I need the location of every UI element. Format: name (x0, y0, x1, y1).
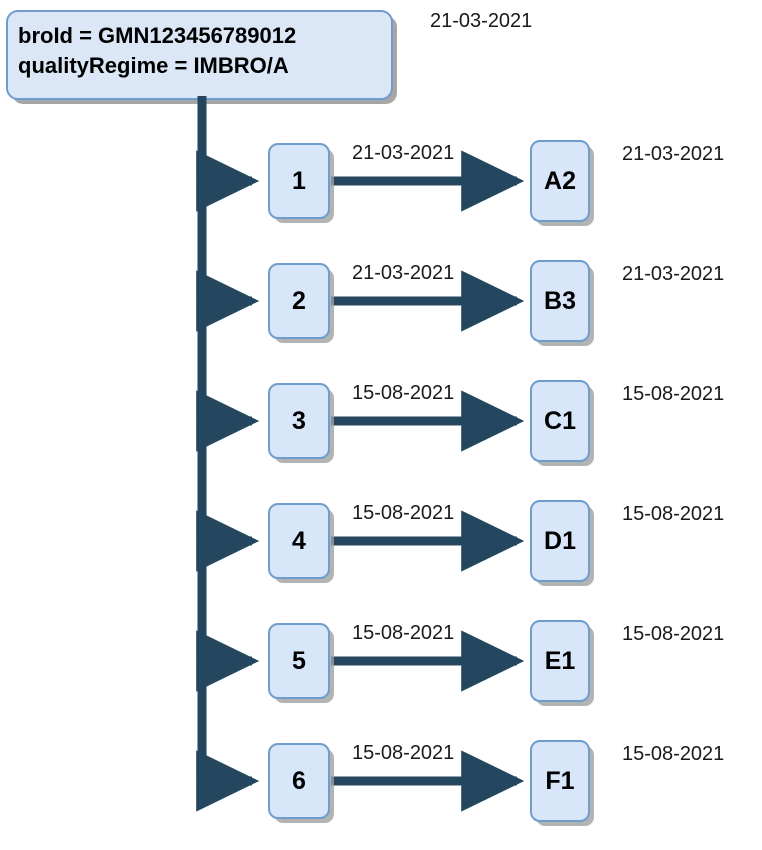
row-date-label: 15-08-2021 (622, 623, 725, 645)
root-node-box[interactable]: broId = GMN123456789012 qualityRegime = … (6, 10, 393, 100)
edge-date-label: 15-08-2021 (352, 382, 455, 404)
source-node-box[interactable]: 4 (268, 503, 330, 579)
target-node-box[interactable]: D1 (530, 500, 590, 582)
source-node-box[interactable]: 1 (268, 143, 330, 219)
diagram-row: 4 15-08-2021 D1 15-08-2021 (0, 490, 762, 610)
diagram-row: 5 15-08-2021 E1 15-08-2021 (0, 610, 762, 730)
source-node-box[interactable]: 6 (268, 743, 330, 819)
diagram-row: 6 15-08-2021 F1 15-08-2021 (0, 730, 762, 850)
row-date-label: 15-08-2021 (622, 743, 725, 765)
root-broid-line: broId = GMN123456789012 (18, 23, 297, 48)
source-node-box[interactable]: 5 (268, 623, 330, 699)
target-node-box[interactable]: F1 (530, 740, 590, 822)
target-node-box[interactable]: B3 (530, 260, 590, 342)
edge-date-label: 15-08-2021 (352, 622, 455, 644)
row-date-label: 15-08-2021 (622, 383, 725, 405)
target-node-box[interactable]: C1 (530, 380, 590, 462)
diagram-canvas: broId = GMN123456789012 qualityRegime = … (0, 10, 762, 822)
source-node-box[interactable]: 3 (268, 383, 330, 459)
diagram-row: 2 21-03-2021 B3 21-03-2021 (0, 250, 762, 370)
edge-date-label: 15-08-2021 (352, 742, 455, 764)
edge-date-label: 21-03-2021 (352, 262, 455, 284)
root-qualityregime-line: qualityRegime = IMBRO/A (18, 53, 289, 78)
source-node-box[interactable]: 2 (268, 263, 330, 339)
target-node-box[interactable]: A2 (530, 140, 590, 222)
row-date-label: 15-08-2021 (622, 503, 725, 525)
target-node-box[interactable]: E1 (530, 620, 590, 702)
row-date-label: 21-03-2021 (622, 263, 725, 285)
diagram-row: 3 15-08-2021 C1 15-08-2021 (0, 370, 762, 490)
edge-date-label: 15-08-2021 (352, 502, 455, 524)
root-date-label: 21-03-2021 (430, 10, 533, 32)
edge-date-label: 21-03-2021 (352, 142, 455, 164)
row-date-label: 21-03-2021 (622, 143, 725, 165)
diagram-row: 1 21-03-2021 A2 21-03-2021 (0, 130, 762, 250)
